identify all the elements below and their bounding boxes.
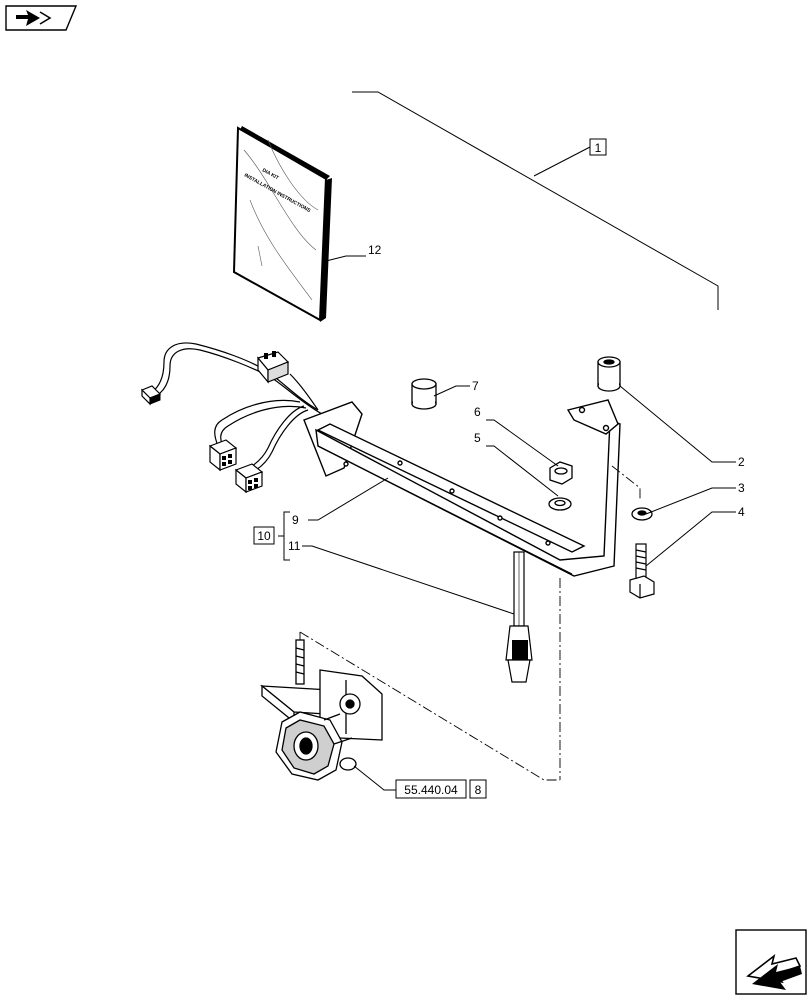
hex-bolt [629,543,655,599]
harness-connector-right [234,463,264,494]
washer-3 [631,507,653,521]
callout-4[interactable]: 4 [738,505,745,519]
harness-connector-left [208,439,238,472]
protective-cap [411,378,437,410]
sensor-cable [505,551,533,683]
callout-10-label: 10 [257,529,271,543]
washer-5 [548,497,572,511]
reference-item: 8 [475,783,482,797]
wiring-harness [151,342,323,471]
harness-connector-top [256,351,290,384]
next-nav-button[interactable] [735,929,807,995]
callout-2[interactable]: 2 [738,455,745,469]
callout-1[interactable]: 1 [589,138,607,156]
sensor-assembly [260,639,383,781]
kit-bracket-line [352,91,719,310]
callout-11[interactable]: 11 [288,539,301,553]
arrow-right-icon [746,953,802,990]
spacer-sleeve [597,356,621,392]
callout-10[interactable]: 10 [253,526,275,545]
mounting-bracket [303,399,621,577]
callout-6[interactable]: 6 [474,405,481,419]
reference-code: 55.440.04 [404,783,458,797]
callout-7[interactable]: 7 [472,379,479,393]
callout-leaders [302,255,736,791]
arrow-left-icon [16,10,52,26]
reference-link[interactable]: 55.440.04 8 [395,779,487,799]
callout-5[interactable]: 5 [474,431,481,445]
group-bracket-10 [278,511,290,561]
callout-3[interactable]: 3 [738,481,745,495]
instruction-manual: DIA KIT INSTALLATION INSTRUCTIONS [232,126,332,322]
callout-9[interactable]: 9 [292,513,299,527]
callout-1-label: 1 [595,141,602,155]
hex-nut [549,461,573,485]
back-nav-button[interactable] [5,5,78,31]
harness-connector-small [140,385,162,406]
callout-12[interactable]: 12 [368,243,382,257]
